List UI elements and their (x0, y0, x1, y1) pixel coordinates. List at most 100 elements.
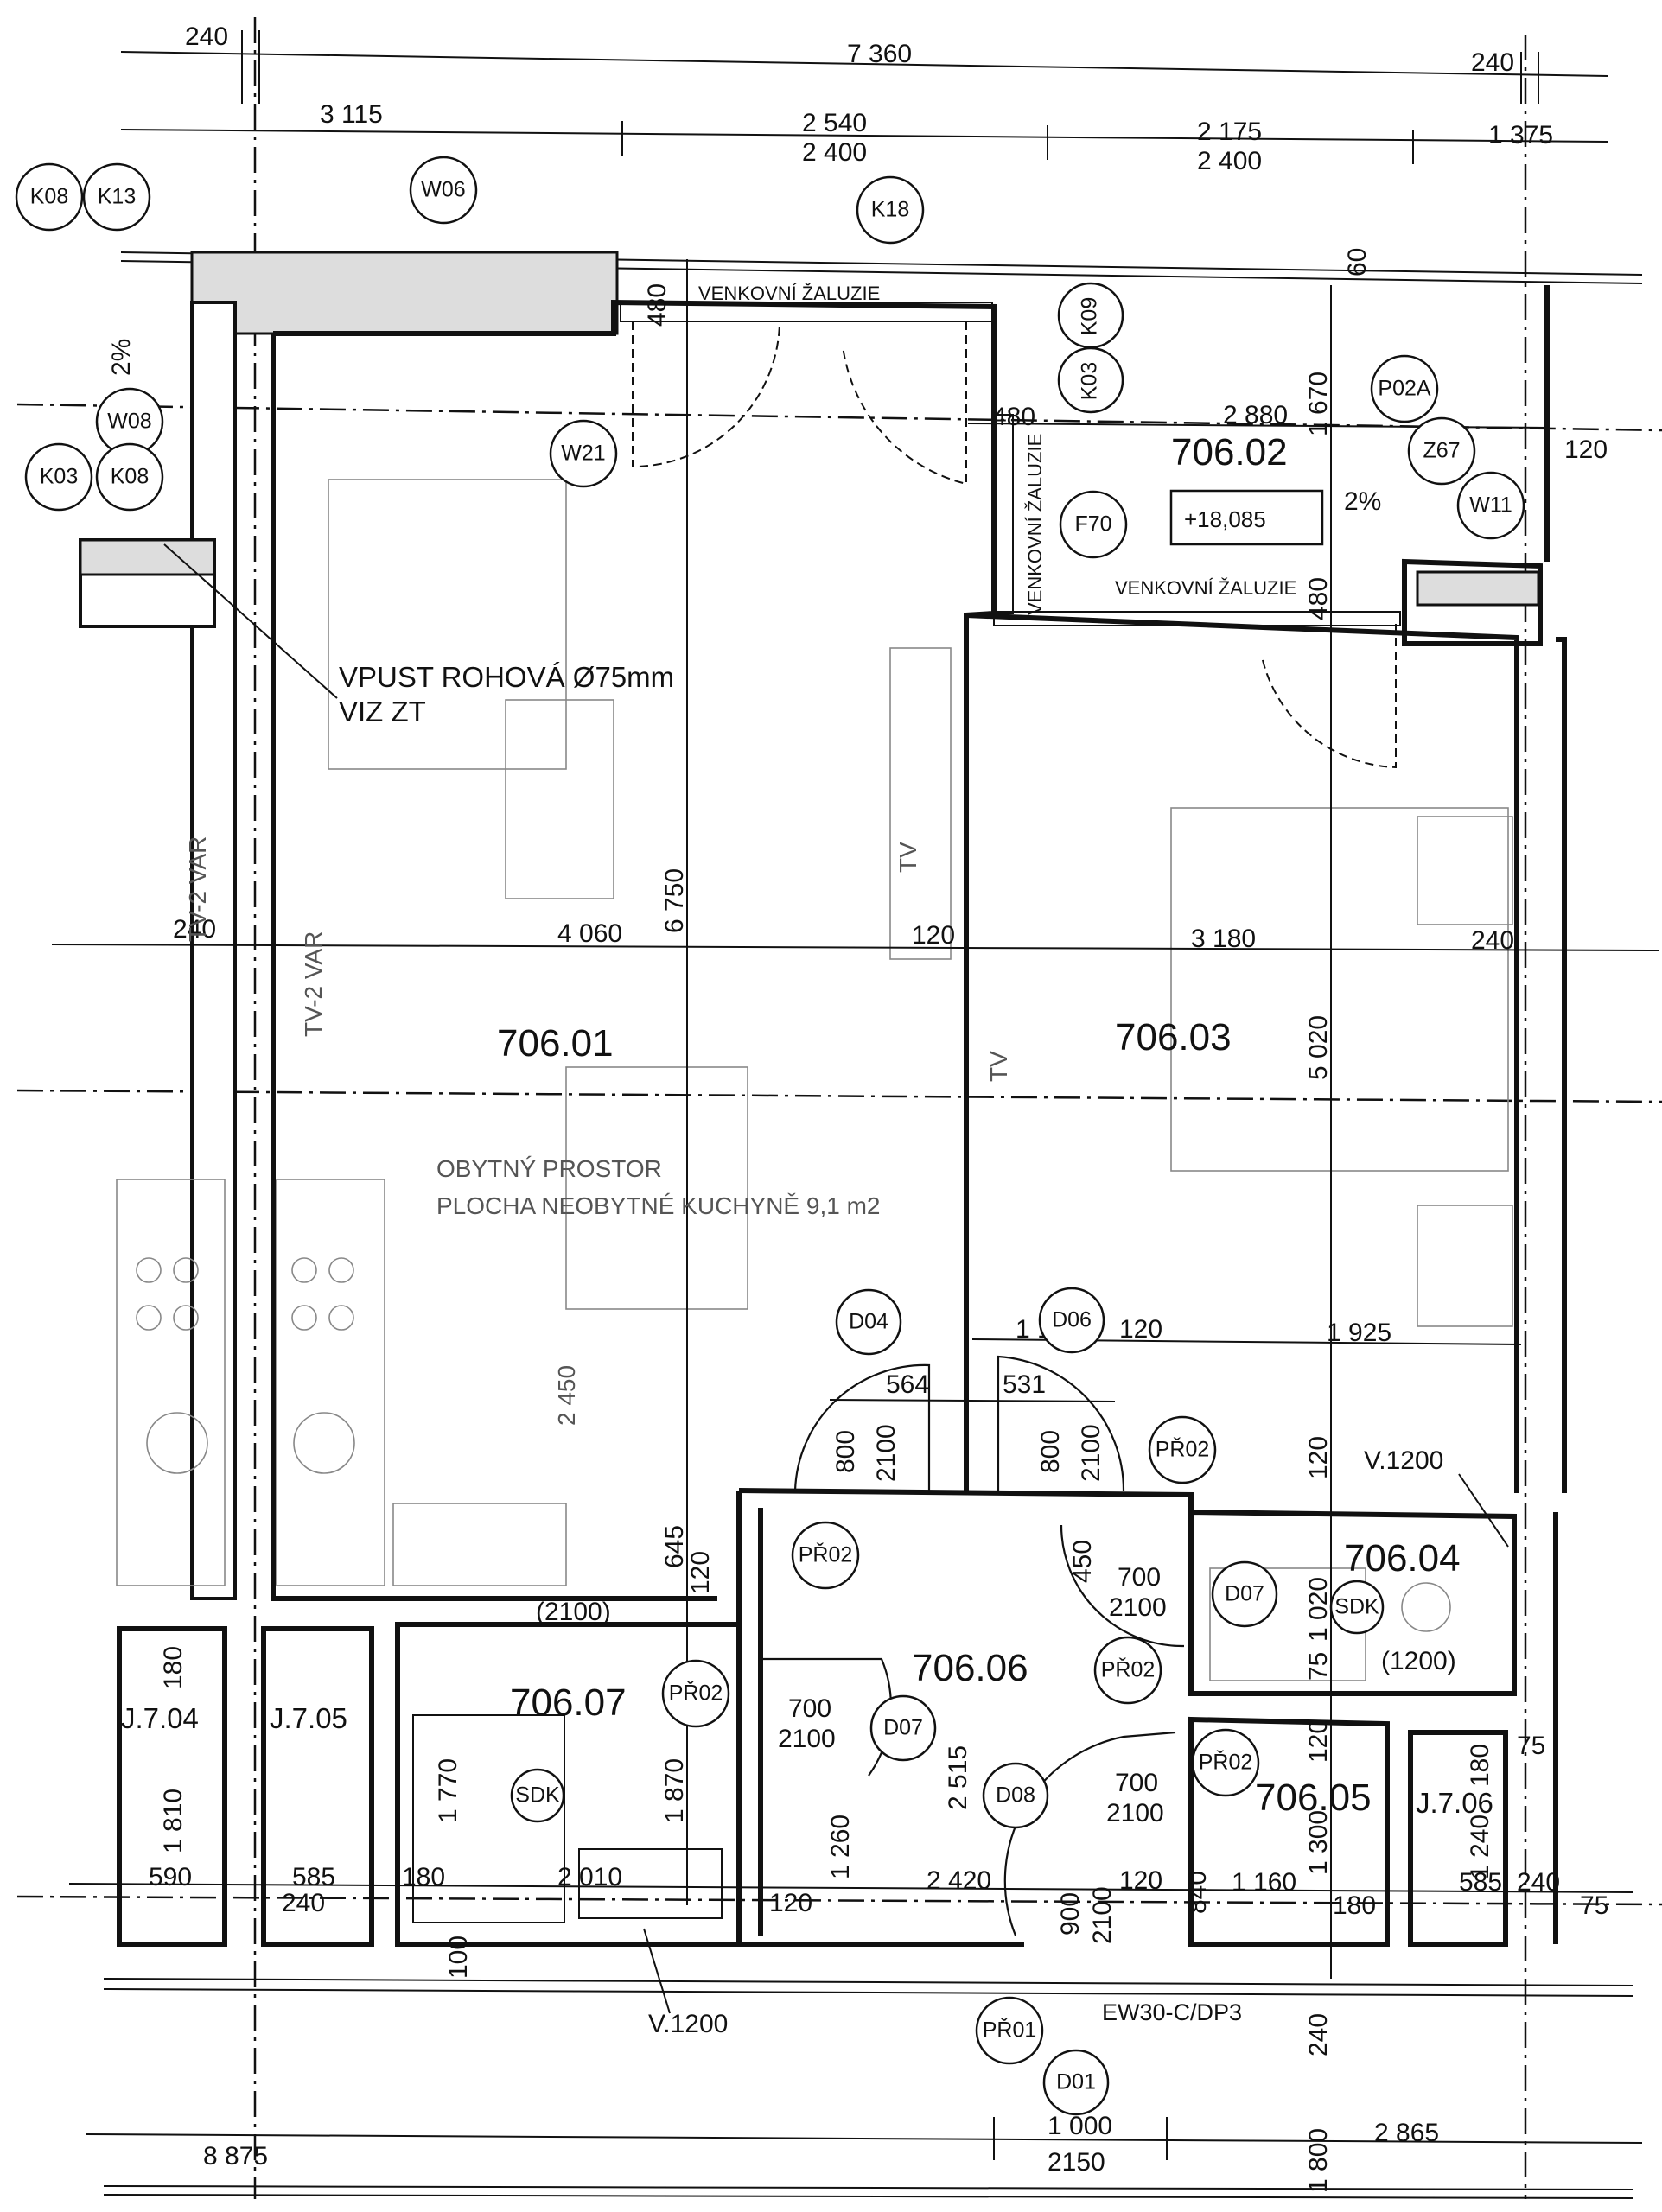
dim-120-b: 120 (1304, 1719, 1333, 1763)
dim-1375: 1 375 (1488, 121, 1553, 149)
tag-w21: W21 (549, 419, 618, 488)
svg-text:K18: K18 (871, 198, 909, 222)
tag-sdk-a: SDK (510, 1768, 565, 1823)
dim-180: 180 (159, 1646, 188, 1689)
tag-d07-a: D07 (1211, 1560, 1278, 1628)
internal-dimension-lines (51, 259, 1660, 2160)
note-plocha-kuchyne: PLOCHA NEOBYTNÉ KUCHYNĚ 9,1 m2 (436, 1192, 880, 1219)
dim-800-a: 800 (831, 1430, 860, 1473)
dim-1810: 1 810 (159, 1789, 188, 1853)
note-v1200-bot: V.1200 (648, 2010, 728, 2038)
svg-text:D04: D04 (849, 1310, 888, 1334)
dim-7360: 7 360 (847, 40, 912, 68)
note-zaluzie-low: VENKOVNÍ ŽALUZIE (1115, 577, 1296, 599)
dim-180-c: 180 (1333, 1891, 1376, 1920)
tag-pr02-d: PŘ02 (661, 1659, 730, 1728)
dim-120-v: 120 (1304, 1436, 1333, 1479)
tag-f70: F70 (1059, 490, 1128, 559)
dim-1925: 1 925 (1327, 1319, 1391, 1347)
dim-180-b: 180 (402, 1863, 445, 1891)
dim-480-left: 480 (643, 283, 672, 327)
dim-2175: 2 175 (1197, 118, 1262, 146)
dim-180-r: 180 (1466, 1744, 1494, 1787)
dim-120-645: 120 (686, 1551, 715, 1594)
furniture (116, 479, 1513, 1923)
dim-240-left: 240 (185, 22, 228, 51)
dim-2420: 2 420 (927, 1866, 991, 1895)
svg-text:PŘ02: PŘ02 (1101, 1657, 1156, 1682)
room-706-03: 706.03 (1115, 1016, 1232, 1058)
note-tv2var-b: TV-2 VAR (300, 931, 327, 1037)
dim-1020: 1 020 (1304, 1577, 1333, 1642)
room-706-06: 706.06 (912, 1647, 1028, 1689)
dim-2100-c: 2100 (1109, 1593, 1167, 1622)
dim-120-d06: 120 (1119, 1315, 1162, 1344)
dim-2865: 2 865 (1374, 2119, 1439, 2147)
room-706-05: 706.05 (1255, 1777, 1372, 1819)
dim-240-mid-left: 240 (173, 915, 216, 944)
dim-240-right: 240 (1471, 48, 1514, 77)
svg-text:F70: F70 (1074, 512, 1111, 537)
grid-axes (16, 17, 1662, 2199)
dim-8875: 8 875 (203, 2142, 268, 2171)
room-706-01: 706.01 (497, 1022, 614, 1065)
tag-k08-a: K08 (15, 162, 84, 232)
dim-2515: 2 515 (944, 1745, 972, 1810)
walls (79, 251, 1567, 1947)
svg-text:D08: D08 (996, 1783, 1035, 1808)
svg-text:PŘ02: PŘ02 (669, 1681, 723, 1706)
tag-k08-b: K08 (95, 442, 164, 512)
parapet-w06 (190, 251, 619, 335)
leader-v1200-top (1458, 1473, 1509, 1548)
dim-240-bot: 240 (1304, 2013, 1333, 2056)
dim-700-b: 700 (788, 1694, 831, 1723)
svg-text:D07: D07 (883, 1716, 923, 1740)
svg-text:PŘ02: PŘ02 (1199, 1750, 1253, 1775)
note-slope-right: 2% (1344, 487, 1381, 516)
svg-text:K09: K09 (1078, 297, 1102, 335)
dim-564: 564 (886, 1370, 929, 1399)
tag-k18: K18 (856, 175, 925, 245)
dim-480-mid: 480 (992, 403, 1035, 431)
dim-120-c: 120 (1119, 1866, 1162, 1895)
note-ew30: EW30-C/DP3 (1102, 1999, 1242, 2025)
tag-d06: D06 (1038, 1287, 1105, 1354)
level-marker (1169, 489, 1324, 546)
dim-120-right: 120 (1564, 435, 1608, 464)
svg-text:W21: W21 (561, 442, 605, 466)
shaft-j704 (117, 1626, 227, 1947)
dim-75-c: 75 (1580, 1891, 1608, 1920)
note-tv2var-a: TV-2 VAR (184, 836, 211, 942)
dim-2100-f: 2100 (1088, 1886, 1117, 1944)
dim-2400-a: 2 400 (802, 138, 867, 167)
note-leader-vpust (163, 543, 338, 699)
shaft-label-j706: J.7.06 (1416, 1787, 1493, 1819)
dim-120-d: 120 (769, 1889, 812, 1917)
dim-590: 590 (149, 1863, 192, 1891)
dim-4060: 4 060 (557, 919, 622, 948)
svg-text:D07: D07 (1225, 1582, 1264, 1606)
dim-2400-b: 2 400 (1197, 147, 1262, 175)
tag-pr02-c: PŘ02 (1093, 1636, 1162, 1705)
dim-2450: 2 450 (553, 1365, 580, 1426)
tag-pr01: PŘ01 (975, 1996, 1044, 2065)
dim-1200-par: (1200) (1381, 1647, 1456, 1675)
svg-text:K03: K03 (40, 465, 78, 489)
tag-d04: D04 (835, 1288, 902, 1356)
svg-text:PŘ01: PŘ01 (983, 2018, 1037, 2043)
note-zaluzie-top: VENKOVNÍ ŽALUZIE (698, 283, 880, 304)
room-706-07: 706.07 (510, 1681, 627, 1724)
tag-k03-a: K03 (24, 442, 93, 512)
shaft-label-j704: J.7.04 (121, 1702, 199, 1734)
dim-1770: 1 770 (434, 1758, 462, 1823)
note-tv-b: TV (985, 1051, 1012, 1082)
svg-text:W06: W06 (421, 178, 465, 202)
svg-text:P02A: P02A (1378, 377, 1430, 401)
dim-2880: 2 880 (1223, 401, 1288, 429)
shaft-j706 (1408, 1730, 1508, 1947)
dim-1800: 1 800 (1304, 2128, 1333, 2193)
tag-d07-b: D07 (869, 1694, 937, 1762)
note-obytny-prostor: OBYTNÝ PROSTOR (436, 1155, 662, 1182)
dim-1670: 1 670 (1304, 372, 1333, 436)
dim-700-a: 700 (1118, 1563, 1161, 1592)
